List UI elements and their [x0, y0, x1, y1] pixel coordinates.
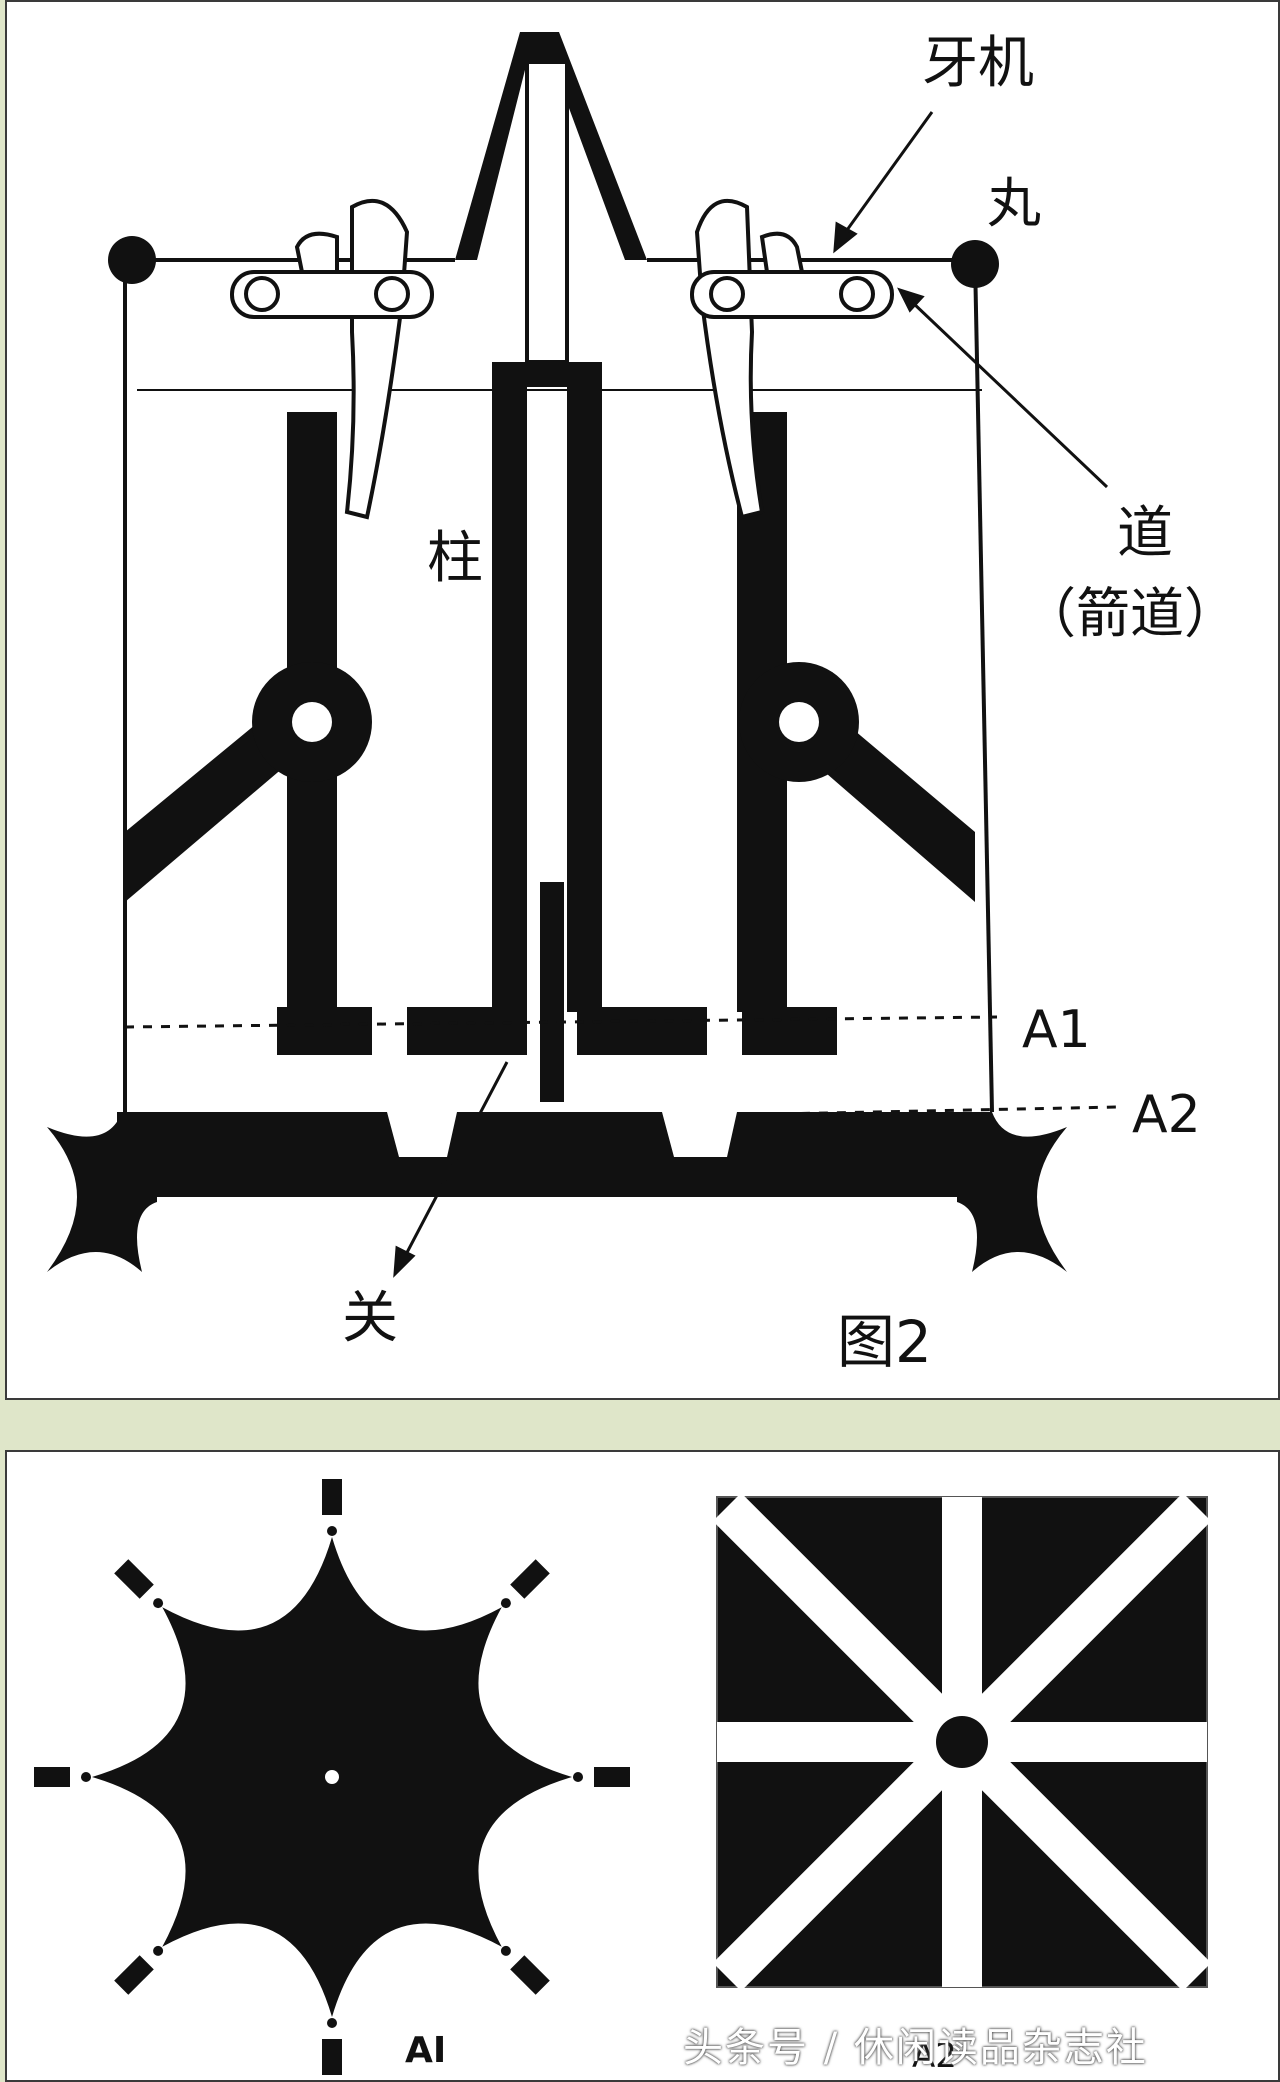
- right-corner-ornament: [957, 1112, 1067, 1272]
- base-notch-right: [662, 1112, 737, 1157]
- star-tip-dot: [327, 1526, 337, 1536]
- right-foot-a: [577, 1007, 707, 1055]
- square-center-hub: [936, 1716, 988, 1768]
- label-wan: 丸: [987, 172, 1041, 235]
- pillar-right: [567, 362, 602, 1012]
- star-tip-dot: [327, 2018, 337, 2028]
- star-center-hole: [325, 1770, 339, 1784]
- label-dao: 道: [1117, 501, 1173, 566]
- left-corner-ornament: [47, 1112, 157, 1272]
- leader-arrows: [393, 111, 1109, 1278]
- label-jian-dao: （箭道）: [1022, 582, 1238, 645]
- left-foot-a: [277, 1007, 372, 1055]
- star-tip-dot: [153, 1598, 164, 1609]
- star-tick-mark: [322, 2039, 342, 2075]
- watermark: 头条号 / 休闲读品杂志社: [683, 2025, 1148, 2071]
- star-tick-mark: [510, 1559, 550, 1599]
- left-foot-b: [407, 1007, 527, 1055]
- label-a1: A1: [1022, 1000, 1091, 1060]
- label-a2: A2: [1132, 1085, 1201, 1145]
- right-ball: [951, 240, 999, 288]
- star-tip-dot: [500, 1945, 511, 1956]
- star-tip-dot: [500, 1598, 511, 1609]
- central-peak: [455, 32, 647, 260]
- components-panel: AI A2: [5, 1450, 1280, 2082]
- left-pivot-hole: [292, 702, 332, 742]
- star-tick-mark: [594, 1767, 630, 1787]
- square-component: [712, 1492, 1212, 1992]
- right-catch-mechanism: [690, 198, 894, 520]
- right-pivot-hole: [779, 702, 819, 742]
- central-channel: [525, 60, 569, 364]
- figure2-panel: 牙机 丸 柱 道 （箭道） A1 A2 关 图2: [5, 0, 1280, 1400]
- star-component: [34, 1479, 630, 2075]
- pillar-left: [492, 362, 527, 1012]
- figure-caption: 图2: [837, 1308, 932, 1376]
- base-beam: [117, 1112, 987, 1197]
- right-foot-b: [742, 1007, 837, 1055]
- star-tick-mark: [510, 1955, 550, 1995]
- a1-dashed-line: [124, 1015, 998, 1029]
- star-tip-dot: [573, 1772, 583, 1782]
- star-tick-mark: [34, 1767, 70, 1787]
- star-tip-dot: [81, 1772, 91, 1782]
- star-tick-mark: [114, 1559, 154, 1599]
- label-ya-ji: 牙机: [922, 31, 1034, 96]
- trigger-bar: [540, 882, 564, 1102]
- label-guan: 关: [342, 1286, 398, 1351]
- star-tip-dot: [153, 1945, 164, 1956]
- left-catch-mechanism: [230, 198, 434, 520]
- star-tick-mark: [322, 1479, 342, 1515]
- star-caption: AI: [405, 2030, 446, 2071]
- star-tick-mark: [114, 1955, 154, 1995]
- label-zhu: 柱: [427, 526, 483, 591]
- components-diagram: AI A2: [34, 1479, 1212, 2076]
- crossbow-mechanism-diagram: 牙机 丸 柱 道 （箭道） A1 A2 关 图2: [47, 31, 1238, 1376]
- square-caption: A2: [912, 2036, 957, 2076]
- left-ball: [108, 236, 156, 284]
- base-notch-left: [387, 1112, 457, 1157]
